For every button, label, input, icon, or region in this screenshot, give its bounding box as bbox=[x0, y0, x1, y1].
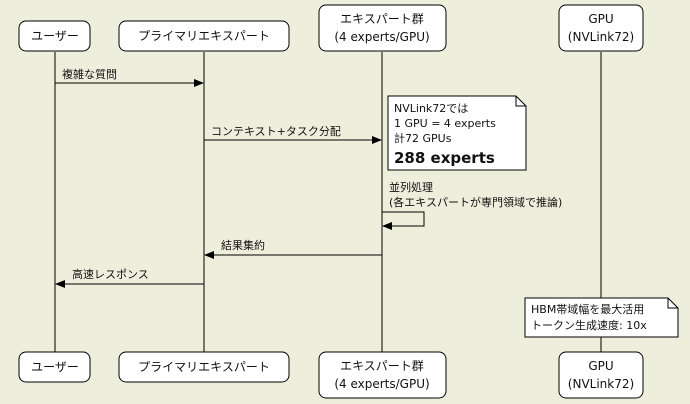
participant-experts-bottom-label-1: エキスパート群 bbox=[340, 359, 424, 373]
message-experts-to-primary-label: 結果集約 bbox=[221, 238, 265, 252]
message-experts-to-primary: 結果集約 bbox=[204, 238, 382, 259]
participant-gpu-bottom-label-1: GPU bbox=[588, 359, 613, 373]
participant-gpu-bottom-label-2: (NVLink72) bbox=[568, 377, 634, 391]
message-experts-self-label-2: (各エキスパートが専門領域で推論) bbox=[389, 195, 562, 209]
note-nvlink: NVLink72では 1 GPU = 4 experts 計72 GPUs 28… bbox=[387, 95, 527, 171]
participant-primary-bottom-label: プライマリエキスパート bbox=[138, 360, 270, 374]
note-hbm-line-1: HBM帯域幅を最大活用 bbox=[531, 302, 644, 316]
participant-user-bottom: ユーザー bbox=[18, 351, 91, 383]
participant-gpu-top: GPU (NVLink72) bbox=[558, 4, 644, 52]
participant-experts-bottom: エキスパート群 (4 experts/GPU) bbox=[318, 351, 447, 399]
participant-gpu-top-label-1: GPU bbox=[588, 12, 613, 26]
message-primary-to-experts-label: コンテキスト+タスク分配 bbox=[211, 125, 341, 138]
note-nvlink-line-1: NVLink72では bbox=[394, 102, 468, 115]
note-nvlink-line-3: 計72 GPUs bbox=[394, 131, 452, 145]
participant-primary-top: プライマリエキスパート bbox=[118, 20, 290, 52]
note-hbm-line-2: トークン生成速度: 10x bbox=[531, 318, 647, 332]
participant-user-top: ユーザー bbox=[18, 20, 91, 52]
participant-experts-top-label-1: エキスパート群 bbox=[340, 12, 424, 26]
participant-user-bottom-label: ユーザー bbox=[31, 360, 79, 374]
message-user-to-primary: 複雑な質問 bbox=[55, 67, 204, 87]
participant-gpu-top-label-2: (NVLink72) bbox=[568, 30, 634, 44]
message-experts-self-label-1: 並列処理 bbox=[389, 180, 433, 194]
message-primary-to-user-label: 高速レスポンス bbox=[72, 267, 149, 281]
message-primary-to-user: 高速レスポンス bbox=[55, 267, 204, 288]
note-hbm: HBM帯域幅を最大活用 トークン生成速度: 10x bbox=[524, 297, 679, 338]
message-user-to-primary-label: 複雑な質問 bbox=[62, 67, 117, 81]
participant-experts-top: エキスパート群 (4 experts/GPU) bbox=[318, 4, 447, 52]
participant-experts-top-label-2: (4 experts/GPU) bbox=[334, 30, 429, 44]
note-nvlink-emphasis: 288 experts bbox=[394, 149, 495, 167]
participant-primary-bottom: プライマリエキスパート bbox=[118, 351, 290, 383]
participant-primary-top-label: プライマリエキスパート bbox=[138, 29, 270, 43]
participant-user-top-label: ユーザー bbox=[31, 29, 79, 43]
participant-gpu-bottom: GPU (NVLink72) bbox=[558, 351, 644, 399]
message-experts-self: 並列処理 (各エキスパートが専門領域で推論) bbox=[382, 180, 562, 230]
participant-experts-bottom-label-2: (4 experts/GPU) bbox=[334, 377, 429, 391]
message-primary-to-experts: コンテキスト+タスク分配 bbox=[204, 125, 382, 144]
note-nvlink-line-2: 1 GPU = 4 experts bbox=[394, 117, 496, 130]
